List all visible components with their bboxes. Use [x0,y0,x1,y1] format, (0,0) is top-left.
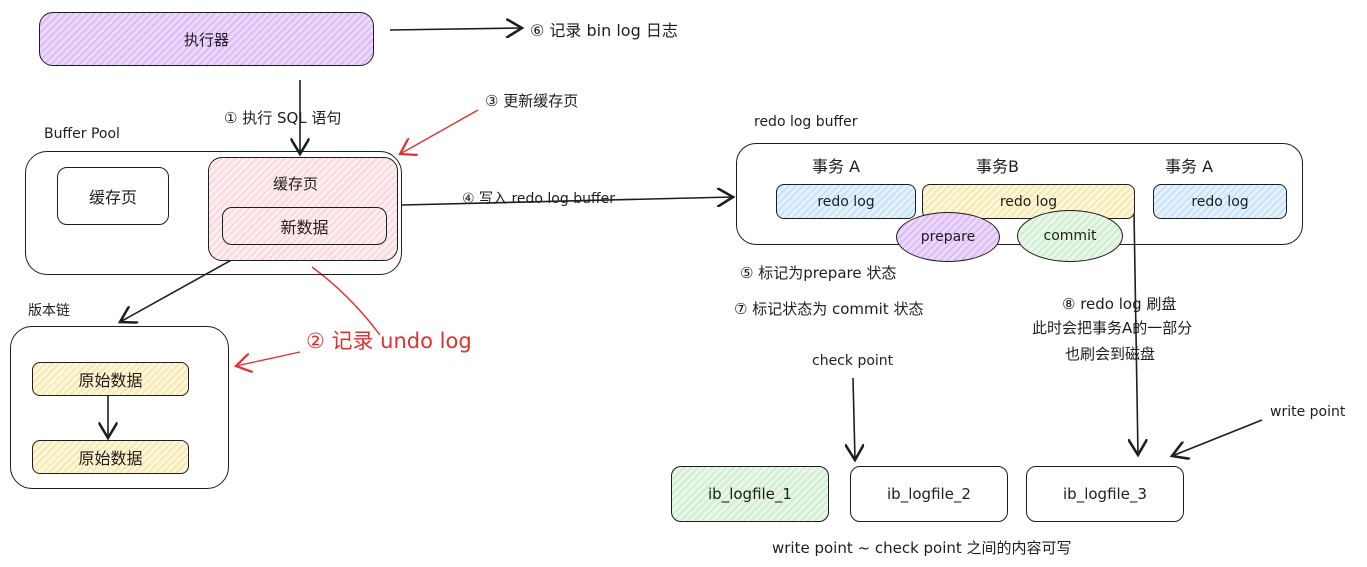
arrow-executor-to-binlog [389,28,522,30]
arrow-record-undo-log [236,351,301,366]
redo-buffer-title: redo log buffer [754,114,858,130]
cache-page-right-label: 缓存页 [273,175,319,193]
arrow-write-point [1172,419,1263,456]
version-chain-item-2: 原始数据 [32,440,189,474]
version-chain-item-1: 原始数据 [32,362,189,396]
new-data-box: 新数据 [222,207,387,245]
logfile-1: ib_logfile_1 [671,466,829,522]
arrow-redo-flush [1134,211,1138,455]
redo-log-right-label: redo log [1191,193,1249,210]
version-chain-container [10,326,229,489]
version-chain-title: 版本链 [28,303,70,319]
redo-log-left-label: redo log [817,193,875,210]
logfile-3-label: ib_logfile_3 [1063,485,1147,503]
arrow-write-redo-buffer [401,197,733,205]
step5-label: ⑤ 标记为prepare 状态 [740,264,897,282]
footer-label: write point ~ check point 之间的内容可写 [772,539,1072,557]
version-chain-item-1-label: 原始数据 [78,371,143,390]
binlog-label: ⑥ 记录 bin log 日志 [530,21,678,40]
logfile-2: ib_logfile_2 [850,466,1008,522]
tx-a-left-label: 事务 A [812,157,861,176]
logfile-3: ib_logfile_3 [1026,466,1184,522]
logfile-1-label: ib_logfile_1 [708,485,792,503]
step1-label: ① 执行 SQL 语句 [224,109,342,127]
check-point-label: check point [812,353,894,369]
step7-label: ⑦ 标记状态为 commit 状态 [734,300,924,318]
arrow-check-point [853,377,855,460]
prepare-ellipse: prepare [896,212,1000,262]
redo-log-mid-label: redo log [999,193,1058,210]
red-undo-curve [311,266,381,336]
buffer-pool-container [25,151,402,275]
cache-page-left-label: 缓存页 [88,188,137,207]
step3-label: ③ 更新缓存页 [485,92,579,110]
cache-page-right: 缓存页 [208,157,398,261]
commit-ellipse: commit [1017,210,1123,262]
prepare-label: prepare [920,229,976,245]
step2-label: ② 记录 undo log [306,329,472,353]
step8-line2: 此时会把事务A的一部分 [1032,319,1193,337]
arrow-update-cache-page [400,109,479,154]
new-data-label: 新数据 [280,218,329,237]
buffer-pool-title: Buffer Pool [44,126,120,142]
tx-b-label: 事务B [976,157,1019,176]
executor-box: 执行器 [39,12,374,66]
cache-page-left: 缓存页 [57,167,169,225]
tx-a-right-label: 事务 A [1165,157,1214,176]
version-chain-item-2-label: 原始数据 [78,449,143,468]
redo-log-right: redo log [1153,184,1287,219]
executor-label: 执行器 [183,30,229,49]
step8-line1: ⑧ redo log 刷盘 [1062,295,1177,313]
step4-label: ④ 写入 redo log buffer [462,191,615,207]
step8-line3: 也刷会到磁盘 [1065,345,1156,363]
redo-log-left: redo log [776,184,916,219]
write-point-label: write point [1270,404,1346,420]
logfile-2-label: ib_logfile_2 [887,485,971,503]
commit-label: commit [1043,228,1097,244]
